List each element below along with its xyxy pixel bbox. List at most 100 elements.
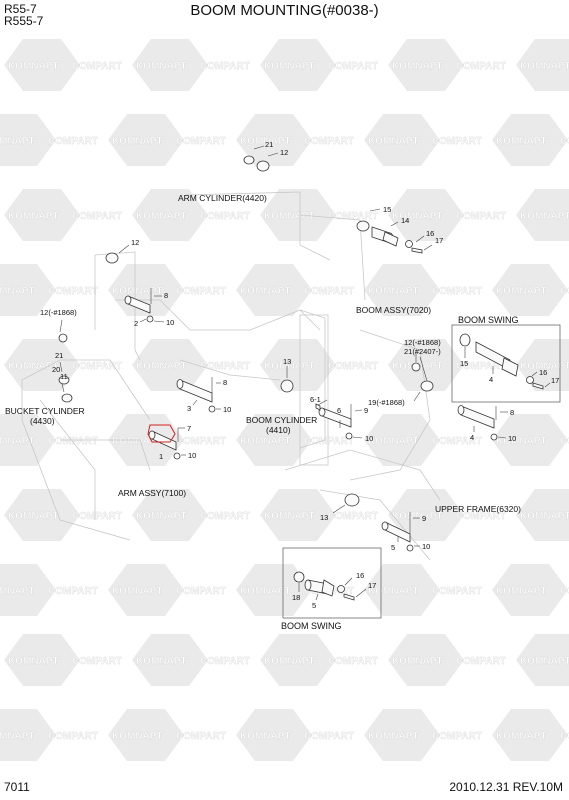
watermark-text: COMPART [560, 731, 569, 742]
watermark-text: COMPART [304, 286, 354, 297]
watermark-text: KOMNAPT [264, 211, 315, 222]
watermark-text: KOMNAPT [0, 731, 35, 742]
watermark-text: COMPART [200, 61, 250, 72]
label-arm-cylinder: ARM CYLINDER(4420) [178, 193, 267, 203]
washer-16-swing [526, 376, 534, 384]
ring-13-low [344, 493, 360, 507]
watermark-hexagon [388, 634, 464, 686]
label-boom-assy: BOOM ASSY(7020) [356, 305, 431, 315]
callout: 17 [368, 581, 376, 590]
watermark-text: COMPART [48, 731, 98, 742]
callout: 12 [131, 238, 139, 247]
callout: 8 [510, 408, 514, 417]
watermark-hexagon [516, 189, 569, 241]
callout: 8 [223, 378, 227, 387]
ring-15-swing [459, 333, 471, 347]
watermark-text: KOMNAPT [368, 286, 419, 297]
watermark-text: COMPART [72, 361, 122, 372]
ring-18 [293, 571, 305, 583]
watermark-text: KOMNAPT [112, 586, 163, 597]
watermark-hexagon [0, 709, 56, 761]
watermark-hexagon [132, 39, 208, 91]
watermark-text: KOMNAPT [520, 511, 569, 522]
boom-swing-top-frame [451, 324, 561, 403]
structure-outline [21, 191, 441, 561]
watermark-hexagon [0, 414, 56, 466]
watermark-hexagon [236, 264, 312, 316]
watermark-hexagon [132, 339, 208, 391]
callout: 10 [365, 434, 373, 443]
callout: 10 [422, 542, 430, 551]
watermark-text: COMPART [176, 286, 226, 297]
watermark-hexagon [4, 189, 80, 241]
callout-numbers: 21 12 15 14 16 17 12 8 2 10 12(-#1868) 2… [40, 140, 559, 610]
part-6-1 [315, 403, 321, 411]
callout: 12(-#1868) [404, 338, 441, 347]
callout: 17 [551, 376, 559, 385]
watermark-hexagon [364, 264, 440, 316]
watermark-text: KOMNAPT [392, 61, 443, 72]
watermark-hexagon [364, 114, 440, 166]
watermark-text: COMPART [328, 61, 378, 72]
callout: 18 [292, 593, 300, 602]
callout: 3 [187, 404, 191, 413]
nut-10-c [173, 452, 181, 460]
watermark-hexagon [492, 114, 568, 166]
leader-lines [59, 145, 551, 601]
watermark-text: COMPART [328, 361, 378, 372]
callout: 13 [320, 513, 328, 522]
watermark-hexagon [236, 114, 312, 166]
watermark-hexagon [0, 564, 56, 616]
nut-10-b [208, 405, 216, 413]
watermark-text: COMPART [456, 361, 506, 372]
callout: 4 [470, 433, 474, 442]
watermark-text: KOMNAPT [368, 731, 419, 742]
callout: 19(-#1868) [368, 398, 405, 407]
callout: 21(#2407-) [404, 347, 441, 356]
callout: 5 [391, 543, 395, 552]
callout: 8 [164, 291, 168, 300]
watermark-hexagon [4, 489, 80, 541]
watermark-text: COMPART [328, 656, 378, 667]
watermark-text: KOMNAPT [392, 211, 443, 222]
callout: 12 [280, 148, 288, 157]
watermark-hexagon [260, 339, 336, 391]
watermark-text: COMPART [176, 586, 226, 597]
watermark-text: KOMNAPT [136, 656, 187, 667]
watermark-text: KOMNAPT [520, 361, 569, 372]
label-upper-frame: UPPER FRAME(6320) [435, 504, 521, 514]
watermark-text: KOMNAPT [496, 136, 547, 147]
callout: 14 [401, 216, 409, 225]
watermark-hexagon [492, 414, 568, 466]
watermark-hexagon [108, 114, 184, 166]
watermark-text: COMPART [72, 211, 122, 222]
watermark-text: KOMNAPT [368, 586, 419, 597]
watermark-hexagon [236, 564, 312, 616]
label-boom-swing-top: BOOM SWING [458, 315, 519, 325]
watermark-hexagon [516, 489, 569, 541]
callout: 5 [312, 601, 316, 610]
watermark-text: COMPART [456, 656, 506, 667]
watermark-text: COMPART [72, 511, 122, 522]
watermark-text: KOMNAPT [8, 361, 59, 372]
watermark-hexagon [108, 709, 184, 761]
watermark-text: KOMNAPT [392, 656, 443, 667]
pin-3 [179, 379, 213, 403]
watermark-hexagon [388, 39, 464, 91]
callout: 12(-#1868) [40, 308, 77, 317]
watermark-text: KOMNAPT [520, 211, 569, 222]
bolt-17-swing [532, 382, 544, 390]
watermark-hexagon [260, 489, 336, 541]
watermark-hexagon [492, 264, 568, 316]
washer-16-top [405, 240, 413, 248]
watermark-text: KOMNAPT [0, 436, 35, 447]
watermark-text: KOMNAPT [264, 61, 315, 72]
ring-13-mid [280, 379, 294, 393]
nut-10-d [345, 432, 353, 440]
watermark-text: COMPART [432, 731, 482, 742]
watermark-text: COMPART [200, 211, 250, 222]
watermark-text: COMPART [176, 436, 226, 447]
watermark-text: COMPART [72, 61, 122, 72]
watermark-text: COMPART [432, 136, 482, 147]
